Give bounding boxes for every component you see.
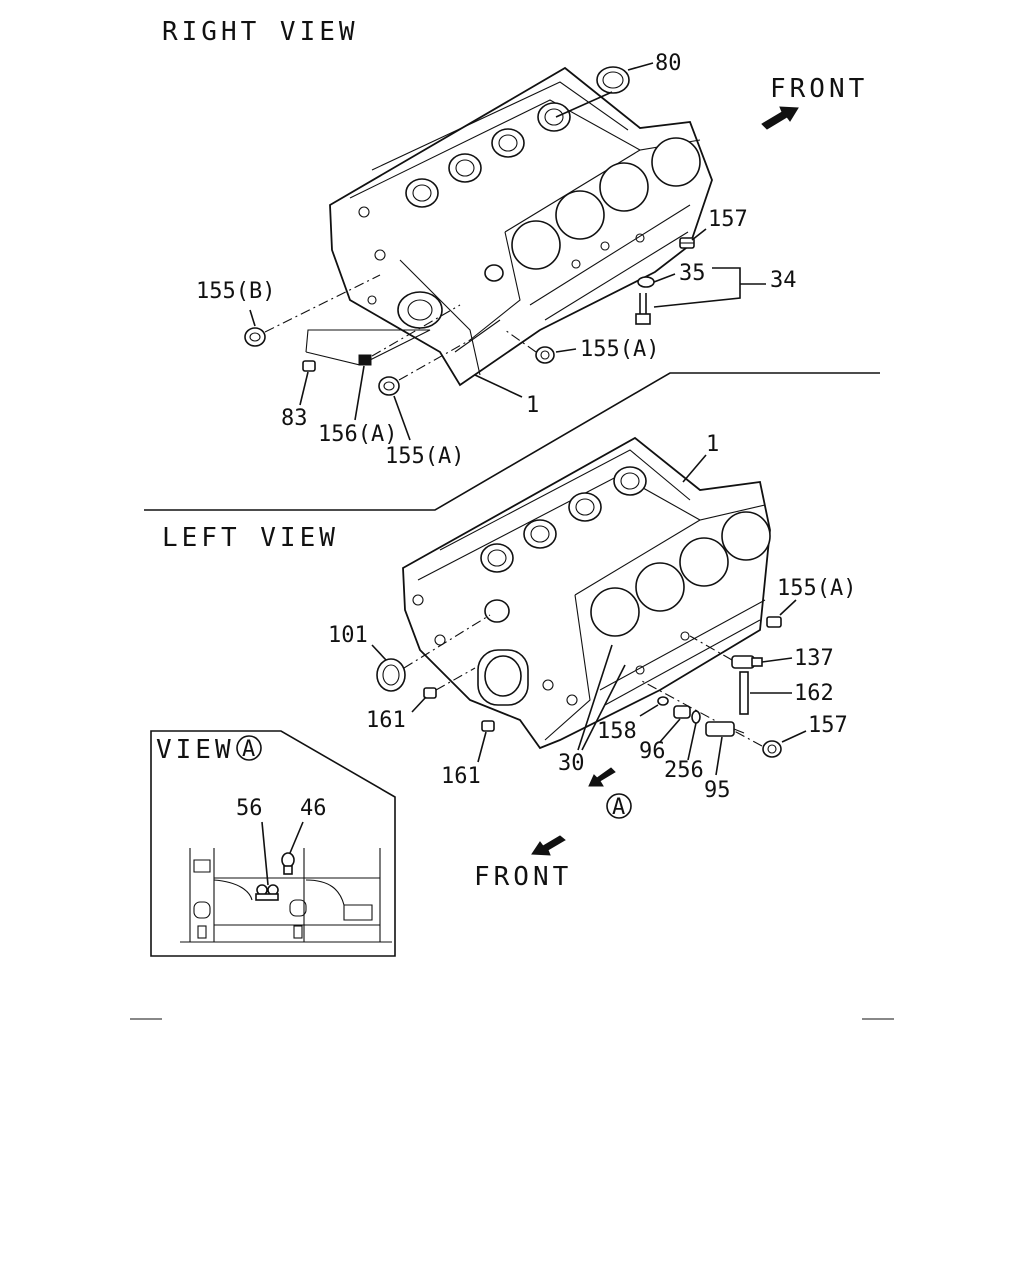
view-a-marker-label: A bbox=[612, 795, 625, 820]
left-view-front-label: FRONT bbox=[474, 862, 572, 892]
callout-1-left: 1 bbox=[706, 432, 719, 457]
engine-block-right-view bbox=[329, 66, 713, 387]
callout-155a-side: 155(A) bbox=[580, 337, 659, 362]
front-arrow-bottom-icon bbox=[531, 835, 566, 856]
part-155b-plug bbox=[244, 327, 266, 347]
part-34-bolt bbox=[635, 293, 651, 325]
part-158-oring bbox=[657, 696, 669, 706]
view-a-arrow-icon bbox=[588, 767, 616, 787]
part-161-dowel-upper bbox=[423, 687, 437, 699]
part-137-fitting bbox=[731, 655, 763, 669]
callout-1-right: 1 bbox=[526, 393, 539, 418]
part-80-seal bbox=[596, 66, 630, 94]
callout-35: 35 bbox=[679, 261, 706, 286]
part-256-washer bbox=[691, 710, 701, 724]
view-a-detail-marker: A bbox=[242, 737, 255, 762]
callout-95: 95 bbox=[704, 778, 731, 803]
view-a-detail-drawing bbox=[180, 848, 392, 943]
left-view-section: LEFT VIEW bbox=[162, 432, 856, 892]
front-arrow-icon bbox=[761, 106, 799, 130]
part-157-plug-right bbox=[679, 237, 695, 249]
left-view-title: LEFT VIEW bbox=[162, 523, 339, 553]
right-view-title: RIGHT VIEW bbox=[162, 17, 359, 47]
part-162-tube bbox=[739, 671, 749, 715]
callout-101: 101 bbox=[328, 623, 368, 648]
view-a-marker: A bbox=[606, 793, 632, 820]
callout-155a-left: 155(A) bbox=[777, 576, 856, 601]
callout-80: 80 bbox=[655, 51, 682, 76]
callout-83: 83 bbox=[281, 406, 308, 431]
callout-161-upper: 161 bbox=[366, 708, 406, 733]
part-101-seal bbox=[376, 658, 406, 692]
callout-137: 137 bbox=[794, 646, 834, 671]
callout-156a: 156(A) bbox=[318, 422, 397, 447]
part-155a-plug-left bbox=[766, 616, 782, 628]
engine-block-left-view bbox=[402, 436, 771, 750]
part-83-dowel bbox=[302, 360, 316, 372]
callout-56: 56 bbox=[236, 796, 263, 821]
callout-161-lower: 161 bbox=[441, 764, 481, 789]
callout-46: 46 bbox=[300, 796, 327, 821]
part-155a-plug-bottom bbox=[378, 376, 400, 396]
part-156a-plug bbox=[358, 354, 372, 366]
part-95-sensor bbox=[705, 721, 745, 737]
right-view-section: RIGHT VIEW FRONT bbox=[162, 17, 868, 469]
callout-162: 162 bbox=[794, 681, 834, 706]
right-view-front-label: FRONT bbox=[770, 74, 868, 104]
part-155a-plug-side bbox=[535, 346, 555, 364]
view-divider bbox=[144, 372, 880, 511]
part-96-fitting bbox=[673, 705, 691, 719]
view-a-detail-title: VIEW bbox=[156, 735, 235, 765]
view-a-detail-box: VIEW A bbox=[150, 730, 396, 957]
callout-30: 30 bbox=[558, 751, 585, 776]
callout-157-right: 157 bbox=[708, 207, 748, 232]
callout-155b: 155(B) bbox=[196, 279, 275, 304]
callout-157-left: 157 bbox=[808, 713, 848, 738]
part-35-washer bbox=[637, 276, 655, 288]
part-157-plug-left bbox=[762, 740, 782, 758]
callout-96: 96 bbox=[639, 739, 666, 764]
callout-158: 158 bbox=[597, 719, 637, 744]
callout-155a-bottom: 155(A) bbox=[385, 444, 464, 469]
callout-34: 34 bbox=[770, 268, 797, 293]
part-161-dowel-lower bbox=[481, 720, 495, 732]
callout-256: 256 bbox=[664, 758, 704, 783]
